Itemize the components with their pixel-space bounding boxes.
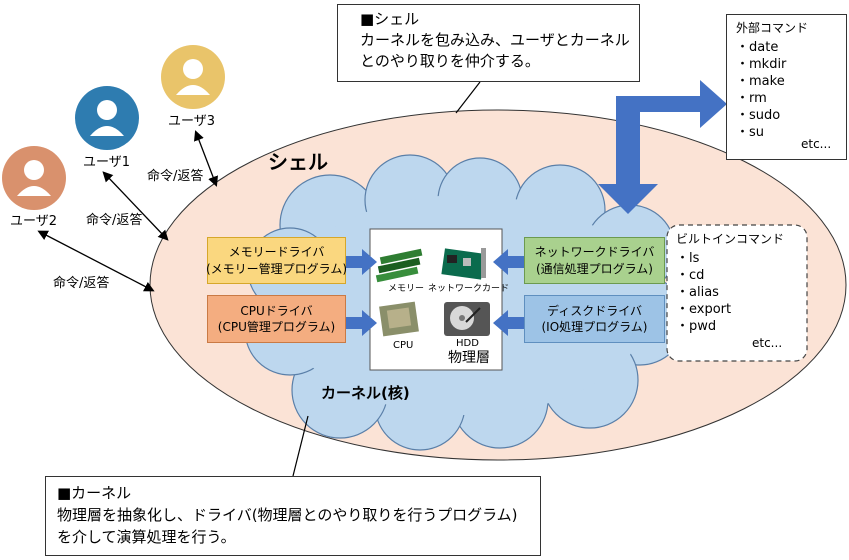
shell-label: シェル <box>268 150 328 174</box>
shell-callout: ■シェル カーネルを包み込み、ユーザとカーネル とのやり取りを仲介する。 <box>337 4 640 82</box>
cpu-icon <box>379 301 419 337</box>
memory-label: メモリー <box>388 284 425 294</box>
external-commands-etc: etc... <box>801 137 832 151</box>
user3-label: ユーザ3 <box>168 114 216 129</box>
kernel-callout: ■カーネル 物理層を抽象化し、ドライバ(物理層とのやり取りを行うプログラム) を… <box>45 476 541 556</box>
builtin-command-item: ・export <box>676 302 732 317</box>
shell-callout-text-1: カーネルを包み込み、ユーザとカーネル <box>360 31 630 49</box>
memory-driver-name: メモリードライバ <box>228 245 325 260</box>
user3-avatar <box>161 45 225 109</box>
network-card-label: ネットワークカード <box>428 284 510 294</box>
external-command-item: ・su <box>736 125 765 140</box>
shell-callout-title: ■シェル <box>360 10 420 28</box>
disk-driver: ディスクドライバ (IO処理プログラム) <box>524 295 665 343</box>
kernel-callout-pointer <box>292 415 309 477</box>
external-command-item: ・mkdir <box>736 57 787 72</box>
command-reply-label: 命令/返答 <box>53 276 110 291</box>
user1-avatar <box>75 86 139 150</box>
physical-layer-box <box>369 228 503 371</box>
shell-callout-pointer <box>455 81 481 114</box>
builtin-commands-title: ビルトインコマンド <box>676 232 785 246</box>
builtin-command-item: ・alias <box>676 285 719 300</box>
cpu-driver-desc: (CPU管理プログラム) <box>217 320 336 334</box>
kernel-callout-title: ■カーネル <box>57 484 132 502</box>
kernel-label: カーネル(核) <box>321 384 410 402</box>
disk-driver-desc: (IO処理プログラム) <box>541 320 648 334</box>
kernel-callout-text-2: を介して演算処理を行う。 <box>57 528 236 546</box>
network-driver: ネットワークドライバ(通信処理プログラム) <box>524 237 665 284</box>
cpu-driver-name: CPUドライバ <box>240 303 313 318</box>
hdd-label: HDD <box>456 338 479 349</box>
builtin-commands-etc: etc... <box>752 336 783 350</box>
user2-avatar <box>2 146 66 210</box>
user1-label: ユーザ1 <box>83 155 131 170</box>
external-commands-title: 外部コマンド <box>736 21 809 35</box>
cpu-label: CPU <box>393 340 414 351</box>
network-driver-desc: (通信処理プログラム) <box>535 261 653 276</box>
kernel-callout-text-1: 物理層を抽象化し、ドライバ(物理層とのやり取りを行うプログラム) <box>57 506 518 524</box>
disk-driver-name: ディスクドライバ <box>547 303 642 318</box>
external-command-arrow <box>598 80 727 214</box>
network-card-icon <box>441 248 486 280</box>
builtin-commands-list: ・ls ・cd ・alias ・export ・pwd <box>676 250 731 335</box>
external-command-item: ・rm <box>736 91 767 106</box>
shell-callout-text-2: とのやり取りを仲介する。 <box>360 52 540 70</box>
external-commands-list: ・date ・mkdir ・make ・rm ・sudo ・su <box>736 39 786 141</box>
external-command-item: ・sudo <box>736 108 781 123</box>
network-driver-name: ネットワークドライバ <box>534 245 655 260</box>
command-reply-label: 命令/返答 <box>147 169 204 184</box>
cpu-driver: CPUドライバ (CPU管理プログラム) <box>207 295 346 343</box>
user2-label: ユーザ2 <box>10 214 58 229</box>
external-command-item: ・date <box>736 40 779 55</box>
builtin-command-item: ・ls <box>676 251 700 266</box>
memory-driver-desc: (メモリー管理プログラム) <box>206 261 348 276</box>
external-commands-box: 外部コマンド ・date ・mkdir ・make ・rm ・sudo ・su … <box>726 14 847 160</box>
hdd-icon <box>444 302 490 336</box>
builtin-commands-box <box>666 224 808 362</box>
command-reply-label: 命令/返答 <box>86 213 143 228</box>
driver-arrows <box>346 249 524 336</box>
physical-layer-label: 物理層 <box>448 350 490 366</box>
memory-driver: メモリードライバ(メモリー管理プログラム) <box>206 237 348 284</box>
builtin-command-item: ・pwd <box>676 319 717 334</box>
memory-icon <box>375 248 423 283</box>
command-reply-lines <box>37 130 218 292</box>
builtin-command-item: ・cd <box>676 268 705 283</box>
external-command-item: ・make <box>736 74 785 89</box>
